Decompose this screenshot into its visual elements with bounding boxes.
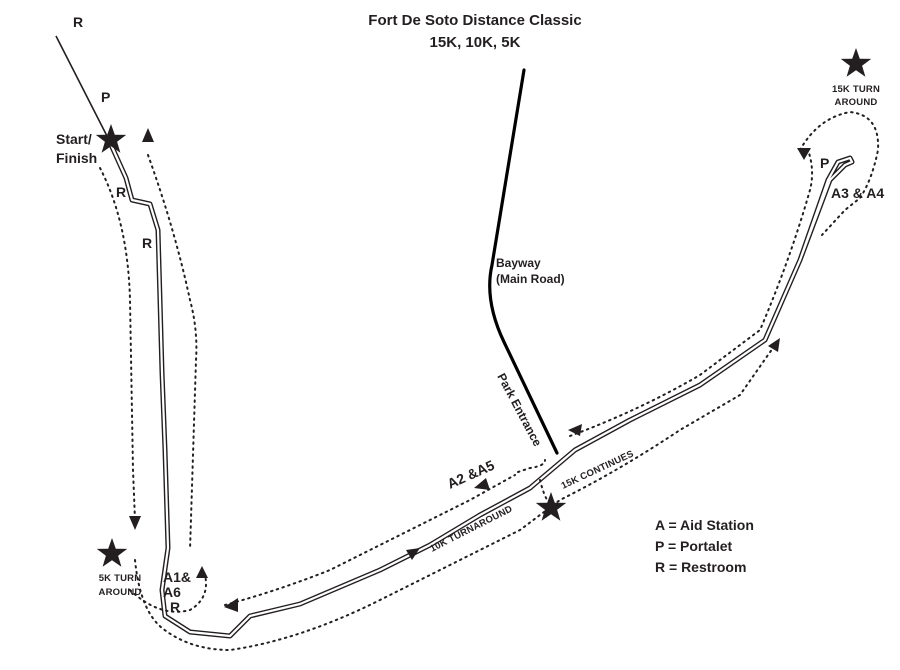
arrow-down-turn15k xyxy=(797,148,811,160)
arrow-left-bottom xyxy=(224,598,238,612)
north-road xyxy=(55,35,109,139)
bayway-main-road xyxy=(488,68,559,455)
restroom-label-mid1: R xyxy=(116,184,126,200)
arrow-up-start xyxy=(142,128,154,142)
arrow-right-10k xyxy=(406,548,420,560)
turn-5k-star xyxy=(96,538,128,567)
turn-15k-star xyxy=(840,48,872,77)
restroom-label-bottom: R xyxy=(170,599,180,615)
bayway-label-line1: Bayway xyxy=(496,256,541,270)
turnaround-10k-label: 10K TURNAROUND xyxy=(428,504,514,555)
aid-a3-a4-label: A3 & A4 xyxy=(831,185,884,201)
start-finish-label-line1: Start/ xyxy=(56,131,92,147)
turn-15k-label-line1: 15K TURN xyxy=(832,84,880,95)
portalet-label-top: P xyxy=(101,89,110,105)
turn-5k-label-line2: AROUND xyxy=(99,587,142,598)
restroom-label-mid2: R xyxy=(142,235,152,251)
restroom-label-top: R xyxy=(73,14,83,30)
map-title-line1: Fort De Soto Distance Classic xyxy=(368,12,581,29)
aid-a1-a6-label-line2: A6 xyxy=(163,584,181,600)
turn-10k-star xyxy=(535,492,567,521)
legend-restroom: R = Restroom xyxy=(655,559,746,575)
portalet-label-right: P xyxy=(820,155,829,171)
course-road xyxy=(105,135,855,639)
turn-5k-label-line1: 5K TURN xyxy=(99,573,142,584)
legend-portalet: P = Portalet xyxy=(655,538,733,554)
arrow-up-a1 xyxy=(196,566,208,578)
arrow-up-right xyxy=(768,338,780,352)
legend: A = Aid Station P = Portalet R = Restroo… xyxy=(655,517,754,575)
arrow-left-a2 xyxy=(474,478,490,490)
map-title-line2: 15K, 10K, 5K xyxy=(430,34,521,51)
aid-a2-a5-label: A2 &A5 xyxy=(445,457,497,492)
start-finish-label-line2: Finish xyxy=(56,150,97,166)
turn-15k-label-line2: AROUND xyxy=(835,97,878,108)
route-arrows xyxy=(129,128,811,612)
arrow-left-15k xyxy=(568,424,582,436)
legend-aid-station: A = Aid Station xyxy=(655,517,754,533)
arrow-down-left xyxy=(129,516,141,530)
start-finish-star xyxy=(95,124,127,153)
bayway-label-line2: (Main Road) xyxy=(496,272,565,286)
aid-a1-a6-label-line1: A1& xyxy=(163,569,191,585)
race-route xyxy=(99,110,880,652)
